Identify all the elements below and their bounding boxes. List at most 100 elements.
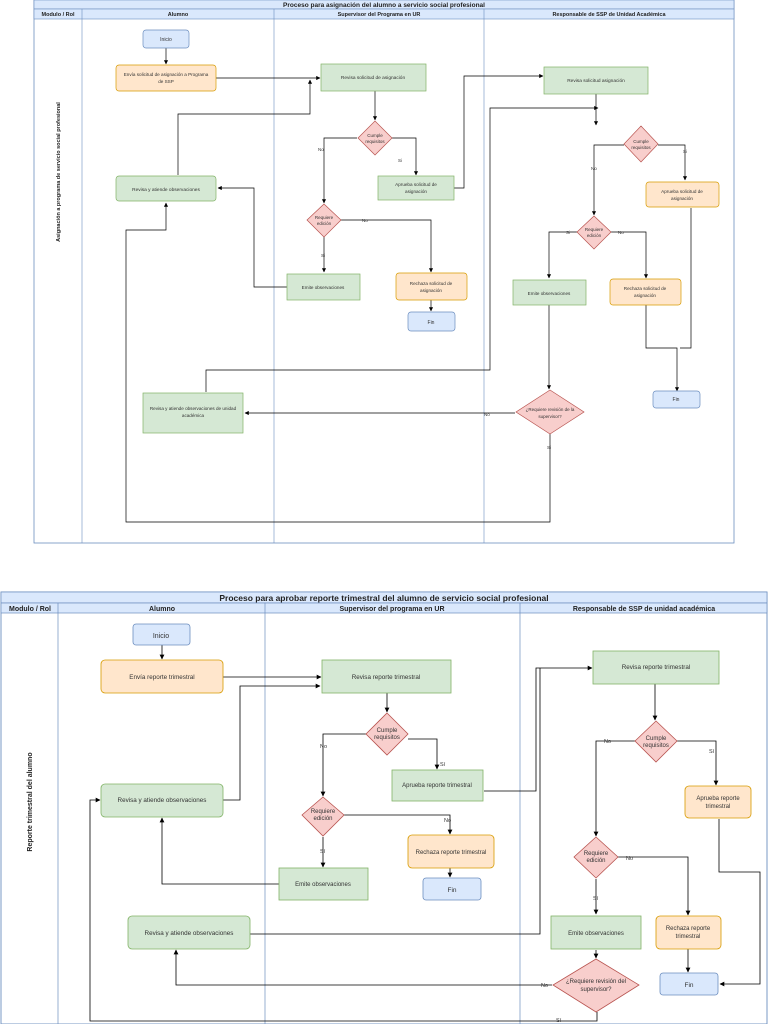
d1-start: Inicio (142, 29, 190, 49)
svg-text:Envía solicitud de asignación: Envía solicitud de asignación a Programa (124, 72, 209, 77)
d2-cumple-requisitos-sup: Cumple requisitos (365, 712, 409, 756)
d2-cumple-requisitos-resp: Cumple requisitos (634, 720, 678, 763)
diagram1-col-supervisor: Supervisor del Programa en UR (338, 12, 421, 18)
svg-text:asignación: asignación (634, 293, 656, 298)
diagram2-col-supervisor: Supervisor del programa en UR (339, 606, 444, 613)
diagram1-col-role: Modulo / Rol (42, 12, 75, 18)
d2-si-2: Sí (320, 849, 326, 855)
d1-revisa-atiende-obs: Revisa y atiende observaciones (115, 175, 217, 202)
d1-requiere-revision-supervisor: ¿Requiere revisión de la supervisor? (515, 389, 585, 435)
svg-text:Revisa reporte trimestral: Revisa reporte trimestral (352, 674, 421, 681)
svg-text:requisitos: requisitos (374, 735, 400, 741)
svg-text:Revisa y atiende observaciones: Revisa y atiende observaciones (118, 797, 207, 804)
diagram1-title: Proceso para asignación del alumno a ser… (283, 2, 485, 9)
svg-text:Aprueba solicitud de: Aprueba solicitud de (395, 182, 437, 187)
d2-si-1: Sí (440, 762, 446, 768)
d1-revisa-atiende-obs-ua: Revisa y atiende observaciones de unidad… (142, 392, 244, 434)
d2-start: Inicio (132, 623, 191, 646)
d2-end-resp: Fin (659, 972, 719, 996)
svg-text:Inicio: Inicio (153, 633, 169, 640)
svg-text:Cumple: Cumple (367, 133, 383, 138)
svg-text:Requiere: Requiere (311, 809, 336, 815)
d2-end-sup: Fin (422, 877, 482, 901)
d2-requiere-revision-supervisor: ¿Requiere revisión del supervisor? (552, 958, 640, 1013)
svg-text:Cumple: Cumple (377, 728, 398, 734)
svg-text:Cumple: Cumple (633, 139, 649, 144)
svg-text:Inicio: Inicio (160, 37, 172, 43)
svg-text:Requiere: Requiere (315, 215, 334, 220)
d2-no-4: No (626, 856, 633, 862)
diagram1-row-label: Asignación a programa de servicio social… (56, 102, 62, 242)
svg-text:Fin: Fin (447, 887, 456, 894)
svg-text:Emite observaciones: Emite observaciones (528, 291, 571, 296)
d1-cumple-requisitos-sup: Cumple requisitos (357, 120, 393, 156)
d1-no-2: No (362, 218, 368, 223)
d2-emite-observaciones-resp: Emite observaciones (550, 915, 642, 950)
d1-envia-solicitud: Envía solicitud de asignación a Programa… (115, 64, 217, 92)
diagram1-col-responsable: Responsable de SSP de Unidad Académica (552, 12, 666, 18)
svg-text:edición: edición (586, 858, 605, 864)
d2-si-3: Sí (709, 749, 715, 755)
diagram-reporte: Proceso para aprobar reporte trimestral … (0, 591, 768, 1024)
diagram1-col-alumno: Alumno (168, 12, 189, 18)
svg-text:asignación: asignación (420, 288, 442, 293)
svg-text:Revisa reporte trimestral: Revisa reporte trimestral (622, 664, 691, 671)
diagram2-title: Proceso para aprobar reporte trimestral … (219, 593, 548, 603)
diagram2-col-responsable: Responsable de SSP de unidad académica (573, 606, 715, 613)
d1-no-1: No (318, 147, 324, 152)
d1-si-1: Si (398, 158, 402, 163)
d2-rechaza-reporte-resp: Rechaza reporte trimestral (655, 915, 722, 950)
d1-revisa-solicitud-sup: Revisa solicitud de asignación (320, 63, 427, 92)
d1-end-resp: Fin (652, 390, 701, 409)
svg-text:Requiere: Requiere (585, 227, 604, 232)
svg-text:Fin: Fin (684, 982, 693, 989)
d1-end-sup: Fin (407, 311, 456, 332)
svg-text:Aprueba reporte: Aprueba reporte (696, 796, 740, 802)
svg-text:requisitos: requisitos (631, 145, 651, 150)
d2-no-3: No (604, 739, 611, 745)
svg-text:trimestral: trimestral (706, 804, 731, 810)
d1-cumple-requisitos-resp: Cumple requisitos (623, 125, 659, 163)
d2-si-5: Sí (556, 1018, 562, 1024)
d2-envia-reporte: Envía reporte trimestral (100, 659, 224, 694)
d1-requiere-edicion-sup: Requiere edición (306, 203, 342, 238)
svg-text:Rechaza solicitud de: Rechaza solicitud de (624, 286, 667, 291)
svg-text:Cumple: Cumple (646, 736, 667, 742)
d2-revisa-atiende-obs-2: Revisa y atiende observaciones (127, 915, 251, 950)
svg-text:Aprueba reporte trimestral: Aprueba reporte trimestral (402, 783, 472, 789)
svg-text:Rechaza reporte trimestral: Rechaza reporte trimestral (416, 850, 487, 856)
d2-no-5: No (541, 983, 548, 989)
svg-text:Emite observaciones: Emite observaciones (568, 931, 624, 937)
svg-text:asignación: asignación (405, 189, 427, 194)
d2-revisa-atiende-obs: Revisa y atiende observaciones (100, 783, 224, 818)
d1-no-3: No (591, 166, 597, 171)
svg-text:Envía reporte trimestral: Envía reporte trimestral (129, 674, 194, 681)
svg-text:edición: edición (313, 816, 332, 822)
svg-text:supervisor?: supervisor? (580, 987, 612, 993)
svg-text:Fin: Fin (673, 397, 680, 403)
svg-text:Rechaza solicitud de: Rechaza solicitud de (410, 281, 453, 286)
d1-si-2: Si (321, 253, 325, 258)
d1-no-4: No (618, 230, 624, 235)
svg-text:académica: académica (182, 413, 205, 418)
diagram-asignacion: Proceso para asignación del alumno a ser… (33, 0, 735, 544)
d2-si-4: Sí (593, 896, 599, 902)
svg-text:Emite observaciones: Emite observaciones (302, 285, 345, 290)
svg-text:Rechaza reporte: Rechaza reporte (666, 926, 711, 932)
svg-text:Revisa y atiende observaciones: Revisa y atiende observaciones de unidad (150, 406, 237, 411)
d1-si-5: Si (547, 445, 551, 450)
d2-revisa-reporte-resp: Revisa reporte trimestral (592, 650, 720, 685)
svg-text:edición: edición (587, 233, 602, 238)
d1-emite-observaciones-resp: Emite observaciones (512, 279, 587, 306)
svg-text:Fin: Fin (428, 320, 435, 326)
d1-rechaza-solicitud-sup: Rechaza solicitud de asignación (395, 272, 468, 301)
d1-aprueba-solicitud-resp: Aprueba solicitud de asignación (645, 181, 720, 208)
d1-requiere-edicion-resp: Requiere edición (576, 215, 612, 250)
svg-text:trimestral: trimestral (676, 934, 701, 940)
d1-rechaza-solicitud-resp: Rechaza solicitud de asignación (609, 278, 682, 306)
svg-text:requisitos: requisitos (365, 139, 385, 144)
svg-text:Revisa solicitud de asignación: Revisa solicitud de asignación (341, 75, 406, 81)
svg-text:Revisa y atiende observaciones: Revisa y atiende observaciones (132, 187, 200, 193)
svg-text:¿Requiere revisión de la: ¿Requiere revisión de la (526, 407, 575, 412)
